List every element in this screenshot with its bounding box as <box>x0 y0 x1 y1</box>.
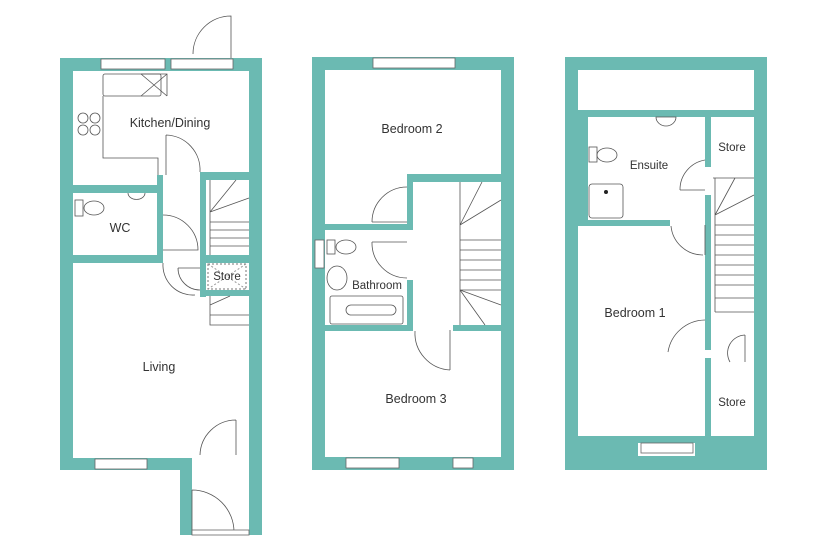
staircase <box>459 181 502 326</box>
room-label-store: Store <box>213 271 241 283</box>
wc-door <box>162 214 199 251</box>
window <box>452 457 474 469</box>
staircase <box>209 179 250 326</box>
basin-icon <box>127 192 146 200</box>
room-label-store-top: Store <box>718 142 746 154</box>
window <box>345 457 400 469</box>
bath-icon <box>329 295 404 325</box>
chair-icon <box>77 112 89 124</box>
staircase <box>713 177 755 313</box>
room-label-ensuite: Ensuite <box>630 160 668 172</box>
basin-icon <box>326 265 348 291</box>
room-label-wc: WC <box>110 221 131 235</box>
first-floor-plan: Bedroom 2 Bathroom Bedroom 3 <box>312 57 514 470</box>
back-door <box>192 15 232 58</box>
toilet-icon <box>588 146 598 163</box>
room-label-bedroom1: Bedroom 1 <box>604 306 665 320</box>
bedroom3-door <box>414 330 451 371</box>
kitchen-door <box>165 134 201 175</box>
sink-icon <box>102 73 162 97</box>
window <box>100 58 166 70</box>
window <box>170 58 234 70</box>
room-label-bedroom2: Bedroom 2 <box>381 122 442 136</box>
bedroom1-door <box>667 319 706 353</box>
front-door <box>191 489 235 535</box>
window <box>640 442 694 454</box>
bedroom2-door <box>371 186 408 223</box>
window <box>372 57 456 69</box>
toilet-icon <box>74 199 84 217</box>
room-label-bathroom: Bathroom <box>352 280 402 292</box>
room-label-store-bottom: Store <box>718 397 746 409</box>
room-label-kitchen: Kitchen/Dining <box>130 116 211 130</box>
room-label-bedroom3: Bedroom 3 <box>385 392 446 406</box>
store-door <box>679 159 706 191</box>
ground-floor-plan: Kitchen/Dining WC Store Living <box>60 15 262 536</box>
living-door <box>199 419 237 456</box>
window <box>94 458 148 470</box>
room-label-living: Living <box>143 360 176 374</box>
ensuite-door <box>670 225 706 256</box>
second-floor-plan: Ensuite Store Bedroom 1 Store <box>565 57 767 470</box>
basin-icon <box>655 116 677 127</box>
toilet-icon <box>326 239 336 255</box>
shower-icon <box>588 183 624 219</box>
bathroom-door <box>371 241 408 279</box>
